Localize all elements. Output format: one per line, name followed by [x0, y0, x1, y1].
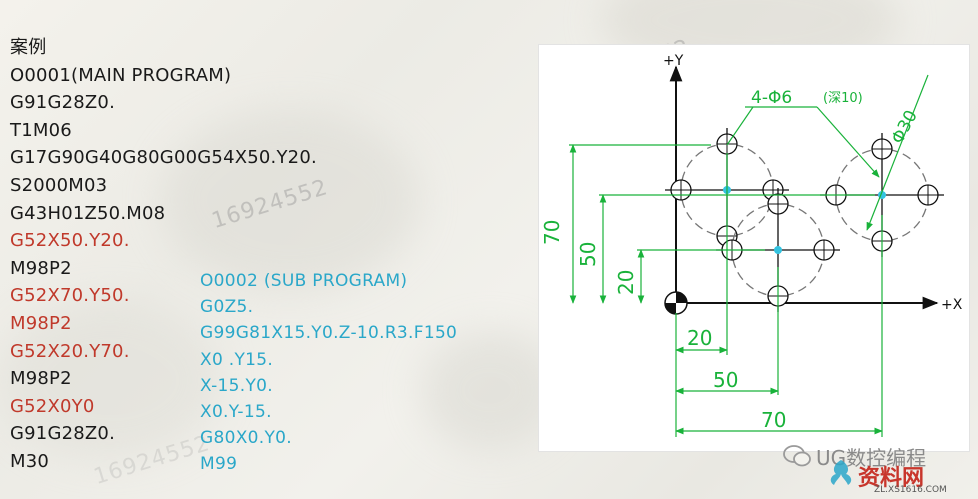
example-title: 案例 — [10, 37, 47, 58]
y-axis-label: +Y — [663, 53, 684, 69]
sub-program-line: M99 — [200, 454, 238, 475]
sub-program-line: X0 .Y15. — [200, 349, 274, 370]
main-program-line: G52X20.Y70. — [10, 340, 130, 362]
pattern-center — [774, 246, 782, 254]
main-program-line: G91G28Z0. — [10, 92, 116, 114]
dimension-lines — [569, 74, 929, 437]
main-program-line: M98P2 — [10, 257, 72, 279]
main-program-line: M98P2 — [10, 312, 72, 334]
origin-marker — [664, 291, 688, 315]
footer-brand: UG数控编程 资料网 ZL.XS1616.COM — [778, 436, 978, 499]
main-program-line: S2000M03 — [10, 174, 108, 196]
sub-program: O0002 (SUB PROGRAM) G0Z5. G99G81X15.Y0.Z-1… — [200, 268, 530, 478]
main-program-line: G91G28Z0. — [10, 423, 116, 445]
main-program-line: M98P2 — [10, 368, 72, 390]
callout-diameter: Φ30 — [888, 107, 922, 147]
sub-program-line: G99G81X15.Y0.Z-10.R3.F150 — [200, 323, 458, 344]
coordinate-diagram: +Y +X 70 5 — [538, 44, 970, 452]
sub-program-line: X0.Y-15. — [200, 401, 272, 422]
main-program-line: O0001(MAIN PROGRAM) — [10, 64, 232, 86]
main-program-line: G52X0Y0 — [10, 395, 95, 417]
main-program-line: G17G90G40G80G00G54X50.Y20. — [10, 147, 317, 169]
sub-program-line: O0002 (SUB PROGRAM) — [200, 271, 408, 291]
sub-program-line: G0Z5. — [200, 297, 254, 318]
wechat-icon — [783, 445, 811, 467]
site-name: 资料网 — [858, 466, 925, 491]
hole-pattern-drawing: +Y +X 70 5 — [540, 53, 963, 437]
dim-50-vertical: 50 — [576, 242, 600, 267]
main-program-line: G52X50.Y20. — [10, 230, 130, 252]
sub-program-line: G80X0.Y0. — [200, 428, 292, 449]
brand-name: UG数控编程 — [816, 446, 927, 470]
main-program-line: T1M06 — [10, 119, 72, 141]
dim-20-horizontal: 20 — [687, 326, 712, 350]
dim-20-vertical: 20 — [614, 270, 638, 295]
dim-50-horizontal: 50 — [713, 368, 738, 392]
callout-hole-count: 4-Φ6 — [751, 88, 792, 108]
sub-program-line: X-15.Y0. — [200, 375, 273, 396]
main-program-line: M30 — [10, 450, 50, 472]
main-program-line: G52X70.Y50. — [10, 285, 130, 307]
dim-70-vertical: 70 — [540, 220, 564, 245]
callout-depth: (深10) — [823, 91, 863, 106]
site-logo-icon — [830, 460, 852, 485]
x-axis-label: +X — [941, 297, 963, 313]
site-url: ZL.XS1616.COM — [874, 485, 947, 495]
main-program-line: G43H01Z50.M08 — [10, 202, 166, 224]
dim-70-horizontal: 70 — [761, 408, 786, 432]
